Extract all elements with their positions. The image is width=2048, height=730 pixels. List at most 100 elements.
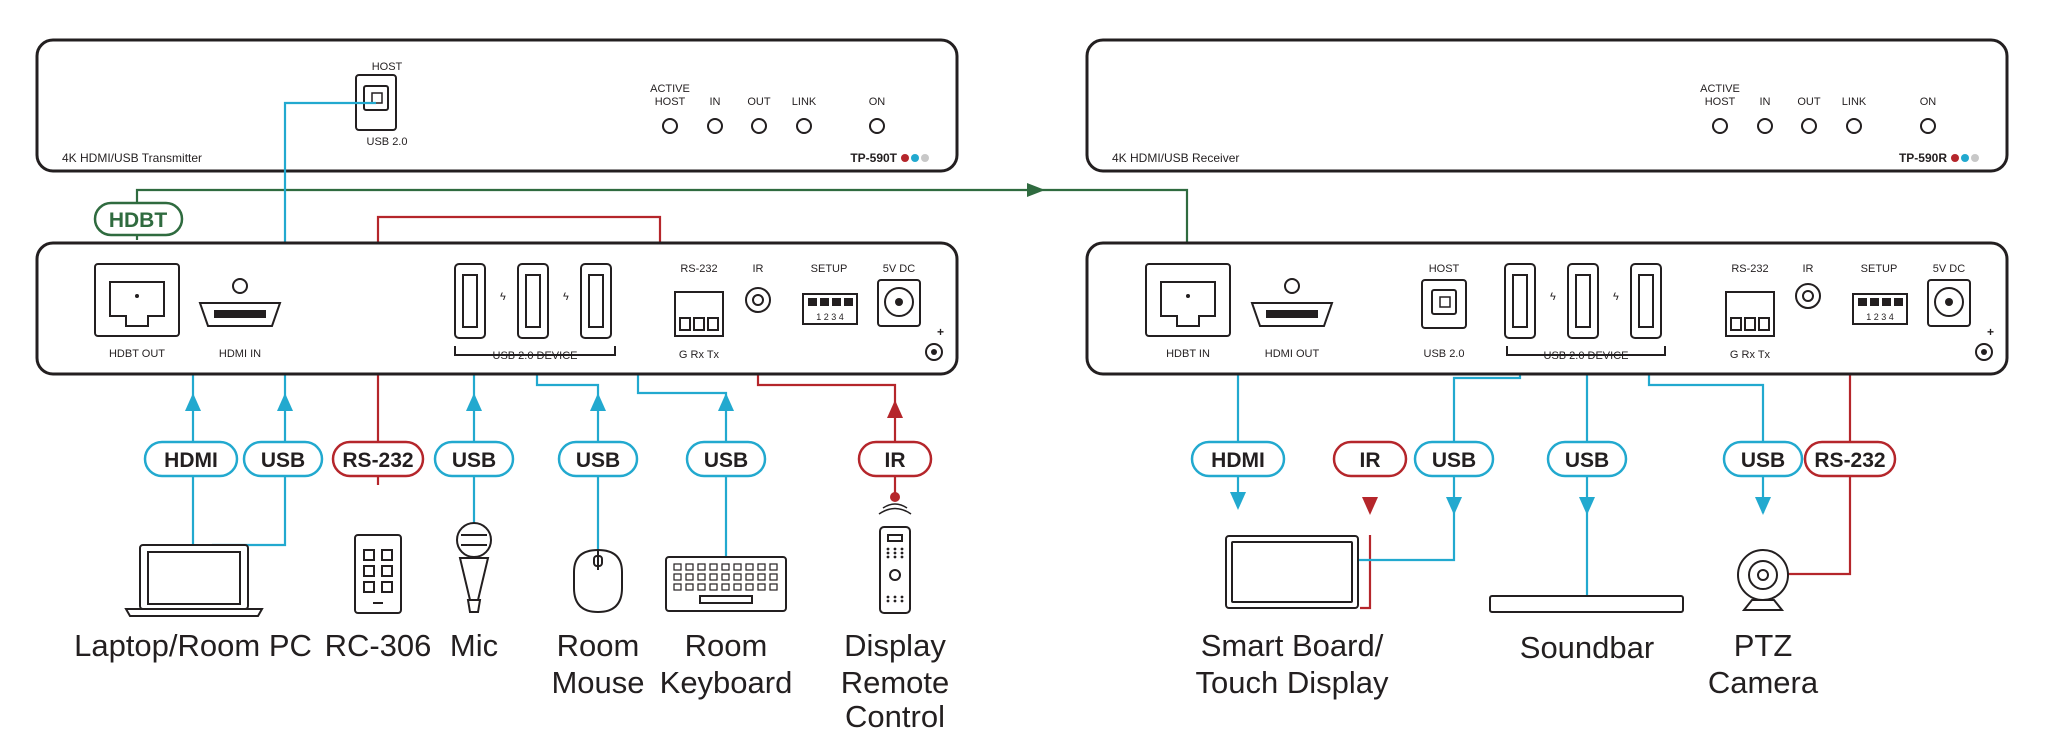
svg-text:USB: USB bbox=[1432, 449, 1476, 472]
label-remote-line3: Control bbox=[845, 699, 945, 730]
badge-rx-rs232: RS-232 bbox=[1803, 440, 1897, 478]
label-remote-line2: Remote bbox=[841, 665, 950, 700]
svg-text:ϟ: ϟ bbox=[500, 291, 506, 303]
remote-button bbox=[886, 555, 890, 559]
keyboard-key bbox=[745, 563, 754, 571]
tx-setup-label: SETUP bbox=[811, 263, 848, 275]
svg-text:RS-232: RS-232 bbox=[1814, 449, 1885, 472]
tx-rs232-pins: G Rx Tx bbox=[679, 349, 720, 361]
keyboard-key bbox=[745, 583, 754, 591]
rx-hdbt-in-port bbox=[1145, 263, 1231, 337]
remote-button bbox=[900, 551, 904, 555]
label-smartboard-line1: Smart Board/ bbox=[1201, 628, 1384, 663]
badge-rx-usb: USB bbox=[1413, 440, 1495, 478]
label-soundbar: Soundbar bbox=[1520, 630, 1654, 665]
rx-led-active-line1: ACTIVE bbox=[1700, 83, 1740, 95]
rx-host-label: HOST bbox=[1429, 263, 1460, 275]
rx-dc-label: 5V DC bbox=[1933, 263, 1965, 275]
tx-dc-jack: + bbox=[877, 279, 944, 361]
tx-ir-label: IR bbox=[753, 263, 764, 275]
tx-led-active-line1: ACTIVE bbox=[650, 83, 690, 95]
tx-led-in-label: IN bbox=[710, 96, 721, 108]
rx-hdbt-in-label: HDBT IN bbox=[1166, 348, 1210, 360]
tx-model-dot-gray bbox=[921, 154, 929, 162]
rx-model-dot-gray bbox=[1971, 154, 1979, 162]
keyboard-key bbox=[685, 563, 694, 571]
keyboard-key bbox=[721, 583, 730, 591]
label-keyboard-line2: Keyboard bbox=[660, 665, 793, 700]
rx-rs232-terminal bbox=[1725, 291, 1775, 337]
keyboard-key bbox=[685, 583, 694, 591]
svg-text:USB: USB bbox=[704, 449, 748, 472]
rx-led-on bbox=[1920, 118, 1936, 134]
label-smartboard-line2: Touch Display bbox=[1196, 665, 1389, 700]
badge-rx-camera-usb: USB bbox=[1722, 440, 1804, 478]
keyboard-key bbox=[733, 563, 742, 571]
keyboard-key bbox=[697, 563, 706, 571]
keyboard-key bbox=[709, 583, 718, 591]
remote-button bbox=[886, 599, 890, 603]
remote-button bbox=[900, 595, 904, 599]
tx-setup-dip-switch: 1 2 3 4 bbox=[802, 293, 858, 325]
tx-hdmi-in-port bbox=[198, 278, 282, 327]
soundbar-icon bbox=[1489, 595, 1684, 613]
tx-rs232-label: RS-232 bbox=[680, 263, 717, 275]
rx-rs232-pins: G Rx Tx bbox=[1730, 349, 1771, 361]
remote-button bbox=[886, 547, 890, 551]
badge-rx-soundbar-usb: USB bbox=[1546, 440, 1628, 478]
tx-usb-label: USB 2.0 bbox=[367, 136, 408, 148]
mic-icon bbox=[456, 522, 492, 613]
keyboard-key bbox=[769, 573, 778, 581]
svg-text:IR: IR bbox=[885, 449, 906, 472]
remote-button bbox=[900, 547, 904, 551]
svg-text:ϟ: ϟ bbox=[1613, 291, 1619, 303]
rx-setup-dip-switch: 1 2 3 4 bbox=[1852, 293, 1908, 325]
badge-tx-keyboard-usb: USB bbox=[685, 440, 767, 478]
rx-led-out-label: OUT bbox=[1797, 96, 1821, 108]
keyboard-key bbox=[721, 563, 730, 571]
keyboard-key bbox=[757, 563, 766, 571]
remote-button bbox=[893, 551, 897, 555]
badge-tx-mouse-usb: USB bbox=[557, 440, 639, 478]
keyboard-key bbox=[733, 573, 742, 581]
rx-ir-cable bbox=[1360, 535, 1372, 610]
transmitter-front-panel: 4K HDMI/USB Transmitter HOST USB 2.0 ACT… bbox=[35, 38, 959, 173]
tx-hdbt-out-label: HDBT OUT bbox=[109, 348, 165, 360]
rx-led-active-line2: HOST bbox=[1705, 96, 1736, 108]
device-labels: Laptop/Room PC RC-306 Mic Room Mouse Roo… bbox=[74, 628, 1819, 730]
ptz-camera-icon bbox=[1737, 549, 1789, 611]
rx-led-link bbox=[1846, 118, 1862, 134]
remote-control-icon bbox=[878, 492, 912, 614]
keyboard-key bbox=[673, 583, 682, 591]
rx-ir-jack bbox=[1795, 283, 1821, 309]
badge-tx-hdmi: HDMI bbox=[143, 440, 239, 478]
rx-usb-b-port bbox=[1421, 279, 1467, 329]
rc306-keypad-icon bbox=[354, 534, 402, 614]
remote-button bbox=[893, 555, 897, 559]
rx-usb-device-ports: ϟ ϟ bbox=[1504, 263, 1662, 339]
keyboard-key bbox=[769, 563, 778, 571]
rx-model-dot-red bbox=[1951, 154, 1959, 162]
svg-text:1 2 3 4: 1 2 3 4 bbox=[1866, 312, 1894, 322]
tx-dc-label: 5V DC bbox=[883, 263, 915, 275]
svg-text:HDMI: HDMI bbox=[1211, 449, 1265, 472]
svg-text:1 2 3 4: 1 2 3 4 bbox=[816, 312, 844, 322]
label-camera-line2: Camera bbox=[1708, 665, 1819, 700]
label-camera-line1: PTZ bbox=[1734, 628, 1793, 663]
label-rc306: RC-306 bbox=[325, 628, 432, 663]
tx-rs232-terminal bbox=[674, 291, 724, 337]
keyboard-key bbox=[697, 583, 706, 591]
rx-model-label: TP-590R bbox=[1899, 151, 1947, 165]
keyboard-key bbox=[733, 583, 742, 591]
rx-dc-jack: + bbox=[1927, 279, 1994, 361]
keyboard-key bbox=[745, 573, 754, 581]
rx-rs232-label: RS-232 bbox=[1731, 263, 1768, 275]
svg-text:USB: USB bbox=[1565, 449, 1609, 472]
rx-led-out bbox=[1801, 118, 1817, 134]
keyboard-key bbox=[673, 573, 682, 581]
tx-led-in bbox=[707, 118, 723, 134]
remote-button bbox=[886, 551, 890, 555]
rx-usb-device-label: USB 2.0 DEVICE bbox=[1544, 350, 1629, 362]
receiver-title: 4K HDMI/USB Receiver bbox=[1112, 151, 1239, 165]
